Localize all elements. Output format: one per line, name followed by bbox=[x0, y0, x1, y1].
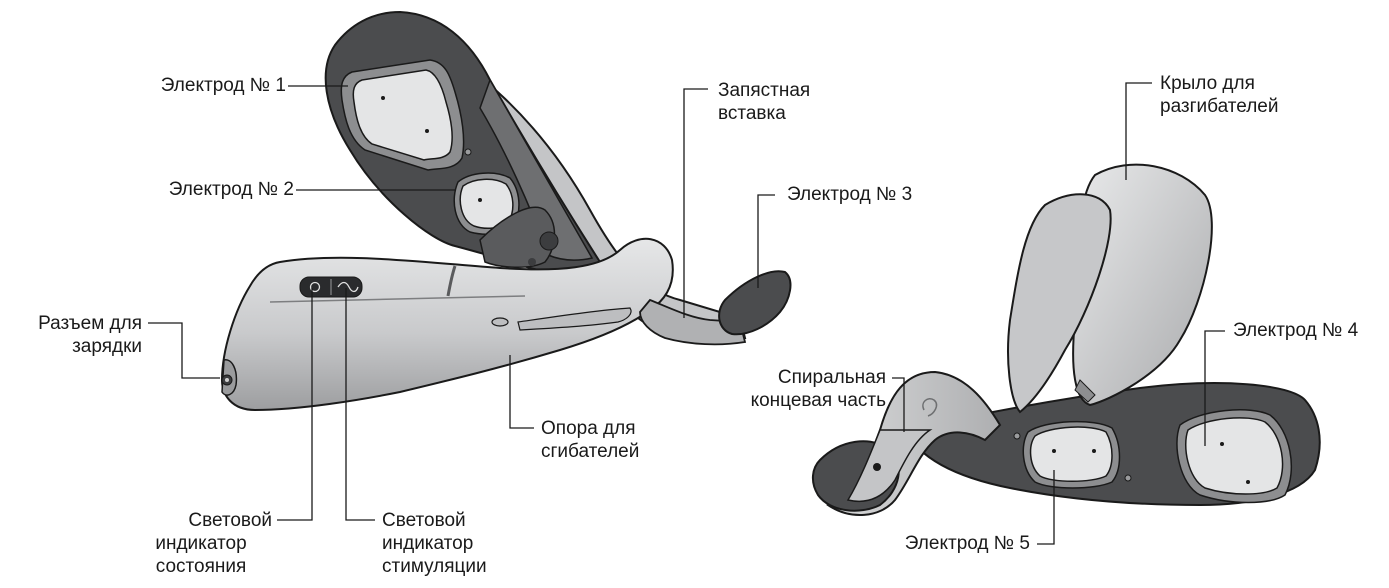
label-electrode-1: Электрод № 1 bbox=[106, 74, 286, 97]
label-wrist-insert-line-2: вставка bbox=[718, 102, 810, 125]
label-extensor-wing-line-1: Крыло для bbox=[1160, 72, 1278, 95]
label-electrode-3: Электрод № 3 bbox=[787, 183, 912, 206]
label-status-led: Световой индикатор состояния bbox=[130, 509, 272, 578]
label-stim-led-line-2: индикатор bbox=[382, 532, 487, 555]
led-panel bbox=[300, 277, 362, 297]
left-device bbox=[222, 12, 790, 410]
electrode-5-pad bbox=[1023, 422, 1119, 488]
label-electrode-5: Электрод № 5 bbox=[850, 532, 1030, 555]
electrode-3-paddle bbox=[719, 271, 790, 334]
label-wrist-insert-line-1: Запястная bbox=[718, 79, 810, 102]
label-spiral-end: Спиральная концевая часть bbox=[700, 366, 886, 412]
label-flexor-support: Опора для сгибателей bbox=[541, 417, 639, 463]
flexor-support-body bbox=[222, 239, 673, 410]
leader-charging-port bbox=[148, 323, 220, 378]
label-stim-led-line-3: стимуляции bbox=[382, 555, 487, 578]
label-charging-port-line-1: Разъем для bbox=[0, 312, 142, 335]
label-charging-port-line-2: зарядки bbox=[0, 335, 142, 358]
label-flexor-support-line-1: Опора для bbox=[541, 417, 639, 440]
label-wrist-insert: Запястная вставка bbox=[718, 79, 810, 125]
label-spiral-end-line-2: концевая часть bbox=[700, 389, 886, 412]
label-flexor-support-line-2: сгибателей bbox=[541, 440, 639, 463]
electrode-4-pad bbox=[1177, 410, 1291, 503]
leader-flexor-support bbox=[510, 355, 534, 428]
label-status-led-line-1: Световой bbox=[130, 509, 272, 532]
leader-wrist-insert bbox=[684, 89, 708, 318]
label-status-led-line-3: состояния bbox=[130, 555, 272, 578]
label-stim-led: Световой индикатор стимуляции bbox=[382, 509, 487, 578]
label-electrode-2: Электрод № 2 bbox=[114, 178, 294, 201]
label-electrode-4: Электрод № 4 bbox=[1233, 319, 1358, 342]
label-spiral-end-line-1: Спиральная bbox=[700, 366, 886, 389]
label-stim-led-line-1: Световой bbox=[382, 509, 487, 532]
label-status-led-line-2: индикатор bbox=[130, 532, 272, 555]
label-charging-port: Разъем для зарядки bbox=[0, 312, 142, 358]
label-extensor-wing-line-2: разгибателей bbox=[1160, 95, 1278, 118]
label-extensor-wing: Крыло для разгибателей bbox=[1160, 72, 1278, 118]
